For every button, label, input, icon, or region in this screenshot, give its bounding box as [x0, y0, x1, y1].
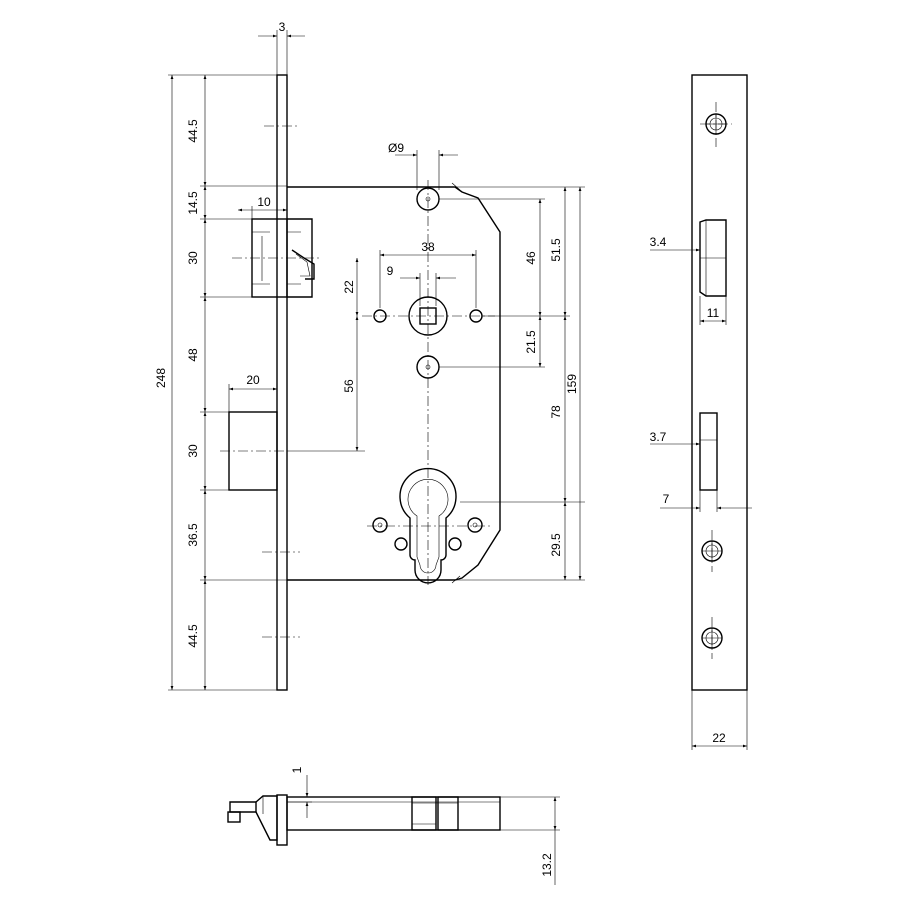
bottom-case	[286, 796, 501, 831]
dim-faceplate-thickness: 3	[279, 20, 286, 34]
side-faceplate	[691, 74, 748, 691]
dim-top-to-follower: 46	[524, 251, 538, 265]
dim-top-to-follower-upper: 51.5	[549, 238, 563, 262]
dim-follower-offset: 22	[342, 280, 356, 294]
dim-overall-height: 248	[154, 368, 168, 388]
front-faceplate	[276, 74, 288, 691]
dim-top-to-latch: 44.5	[186, 119, 200, 143]
bottom-faceplate	[276, 794, 288, 846]
dim-latch-depth: 3.4	[650, 235, 667, 249]
side-bolt	[699, 412, 718, 491]
dim-latch-height: 30	[186, 251, 200, 265]
side-latch	[699, 219, 727, 297]
dim-follower-to-bolt: 56	[342, 379, 356, 393]
dim-faceplate-width: 22	[712, 731, 726, 745]
dim-latch-to-bolt: 48	[186, 348, 200, 362]
dim-bolt-depth: 3.7	[650, 430, 667, 444]
dim-bolt-width: 7	[663, 492, 670, 506]
dim-bottom: 44.5	[186, 624, 200, 648]
dim-latch-width: 11	[707, 306, 720, 320]
dim-follower-holes-spacing: 38	[421, 240, 435, 254]
dim-bolt-to-cylinder: 36.5	[186, 523, 200, 547]
dim-case-height: 159	[565, 374, 579, 394]
dim-plate-thickness: 1	[290, 766, 304, 773]
lock-case	[287, 186, 501, 581]
dim-follower-to-cylinder: 78	[549, 405, 563, 419]
dim-follower-to-hole: 21.5	[524, 330, 538, 354]
dim-cylinder-to-bottom: 29.5	[549, 533, 563, 557]
cylinder-cutout	[372, 467, 483, 584]
front-view: 44.5 14.5 30 48 30 36.5 44.5 248 3 10 20…	[154, 20, 585, 691]
side-view: 3.4 11 3.7 7 22	[650, 74, 752, 750]
dim-top-hole-dia: Ø9	[388, 141, 404, 155]
bottom-latch	[227, 795, 278, 841]
dim-bolt-projection: 20	[246, 373, 260, 387]
bottom-view: 1 13.2	[227, 766, 560, 885]
dim-latch-projection: 10	[257, 195, 271, 209]
dim-bolt-height: 30	[186, 444, 200, 458]
dim-case-depth: 13.2	[540, 853, 554, 877]
dim-latch-offset: 14.5	[186, 191, 200, 215]
dim-follower-square: 9	[387, 264, 394, 278]
